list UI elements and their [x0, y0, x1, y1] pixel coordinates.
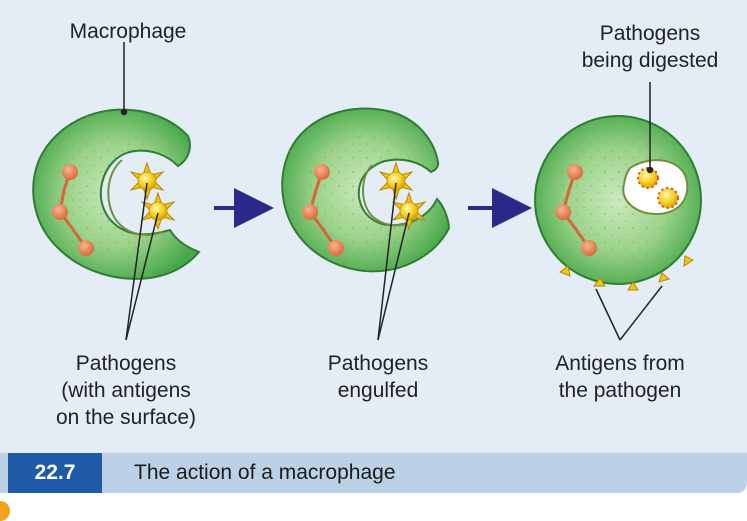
caption-bar: 22.7 The action of a macrophage	[0, 453, 747, 493]
pathogen-cell2-a	[379, 162, 413, 200]
chain-2	[302, 164, 344, 256]
figure-number: 22.7	[8, 453, 102, 493]
label-pathogens-engulfed: Pathogens engulfed	[327, 352, 429, 402]
label-pathogens-with-antigens: Pathogens (with antigens on the surface)	[55, 352, 197, 429]
label-pathogens-being-digested: Pathogens being digested	[581, 22, 719, 72]
digestion-vacuole	[622, 159, 689, 216]
leader-lines	[120, 42, 663, 341]
macrophage-cell-3	[534, 115, 702, 285]
figure-title: The action of a macrophage	[134, 461, 396, 484]
macrophage-diagram	[32, 42, 702, 341]
macrophage-cell-2	[281, 107, 451, 273]
chain-3	[555, 164, 597, 256]
surface-antigens	[558, 255, 694, 291]
chain-1	[52, 164, 94, 256]
label-antigens-from-pathogen: Antigens from the pathogen	[555, 352, 685, 402]
label-macrophage: Macrophage	[69, 20, 187, 43]
corner-tab	[0, 501, 10, 521]
macrophage-cell-1	[32, 108, 201, 280]
